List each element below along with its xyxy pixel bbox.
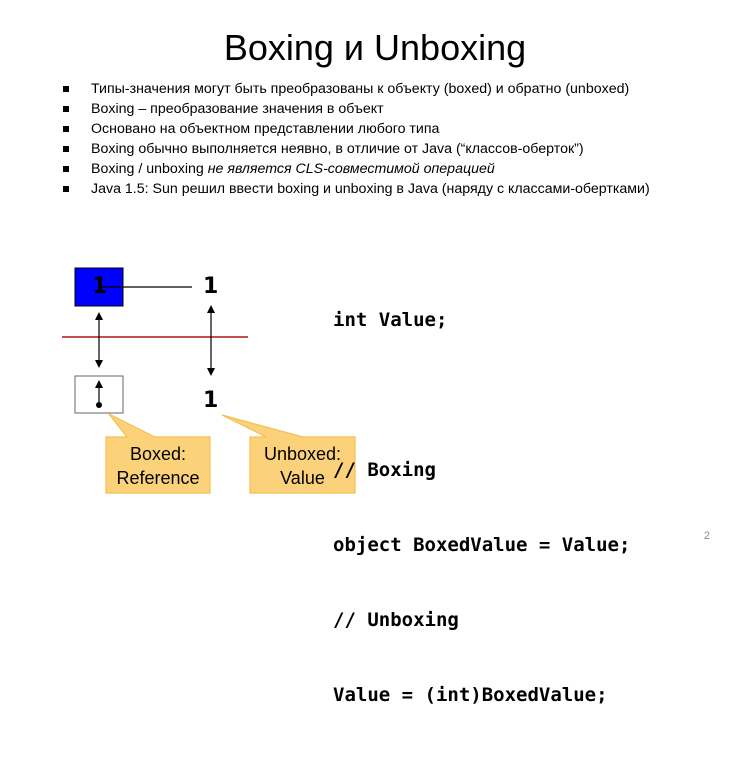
callout-boxed-text: Boxed: Reference xyxy=(106,442,210,490)
page-number: 2 xyxy=(703,530,710,542)
callout-boxed-shape xyxy=(105,413,211,494)
bullet-square-icon xyxy=(63,126,69,132)
bullet-item: Boxing – преобразование значения в объек… xyxy=(62,99,742,119)
code-line: int Value; xyxy=(333,309,448,331)
bullet-list: Типы-значения могут быть преобразованы к… xyxy=(62,79,742,199)
bullet-item: Boxing / unboxing не является CLS-совмес… xyxy=(62,159,742,179)
code-line: // Unboxing xyxy=(333,609,459,631)
bullet-item: Типы-значения могут быть преобразованы к… xyxy=(62,79,742,99)
bullet-text: Boxing / unboxing xyxy=(91,161,208,177)
bullet-text: Типы-значения могут быть преобразованы к… xyxy=(91,81,630,97)
callout-unboxed-line2: Value xyxy=(280,468,325,488)
bullet-text: Java 1.5: Sun решил ввести boxing и unbo… xyxy=(91,181,650,197)
code-block: int Value; // Boxing object BoxedValue =… xyxy=(333,258,743,758)
callout-boxed-line1: Boxed: xyxy=(129,444,187,464)
callout-boxed-line2: Reference xyxy=(116,468,200,488)
bullet-square-icon xyxy=(63,146,69,152)
bullet-text: Основано на объектном представлении любо… xyxy=(91,121,440,137)
unboxed-value-bottom: 1 xyxy=(203,388,219,413)
bullet-text: Boxing обычно выполняется неявно, в отли… xyxy=(91,141,584,157)
code-line: // Boxing xyxy=(333,459,436,481)
callout-unboxed-text: Unboxed: Value xyxy=(250,442,355,490)
callout-unboxed-shape xyxy=(221,414,356,494)
unboxed-value-top: 1 xyxy=(203,274,219,299)
bullet-square-icon xyxy=(63,106,69,112)
bullet-item: Java 1.5: Sun решил ввести boxing и unbo… xyxy=(62,179,742,199)
slide: Boxing и Unboxing Типы-значения могут бы… xyxy=(62,27,742,706)
bullet-item: Основано на объектном представлении любо… xyxy=(62,119,742,139)
bullet-item: Boxing обычно выполняется неявно, в отли… xyxy=(62,139,742,159)
bullet-italic-text: не является CLS-совместимой операцией xyxy=(207,161,495,177)
boxed-value-label: 1 xyxy=(92,274,108,299)
bullet-square-icon xyxy=(63,86,69,92)
slide-title: Boxing и Unboxing xyxy=(223,27,527,68)
callout-unboxed-line1: Unboxed: xyxy=(263,444,342,464)
boxing-diagram xyxy=(62,267,356,494)
code-line: object BoxedValue = Value; xyxy=(333,534,631,556)
reference-dot xyxy=(96,402,102,408)
bullet-square-icon xyxy=(63,186,69,192)
bullet-square-icon xyxy=(63,166,69,172)
code-line: Value = (int)BoxedValue; xyxy=(333,684,608,706)
bullet-text: Boxing – преобразование значения в объек… xyxy=(91,101,384,117)
code-line xyxy=(333,383,743,408)
